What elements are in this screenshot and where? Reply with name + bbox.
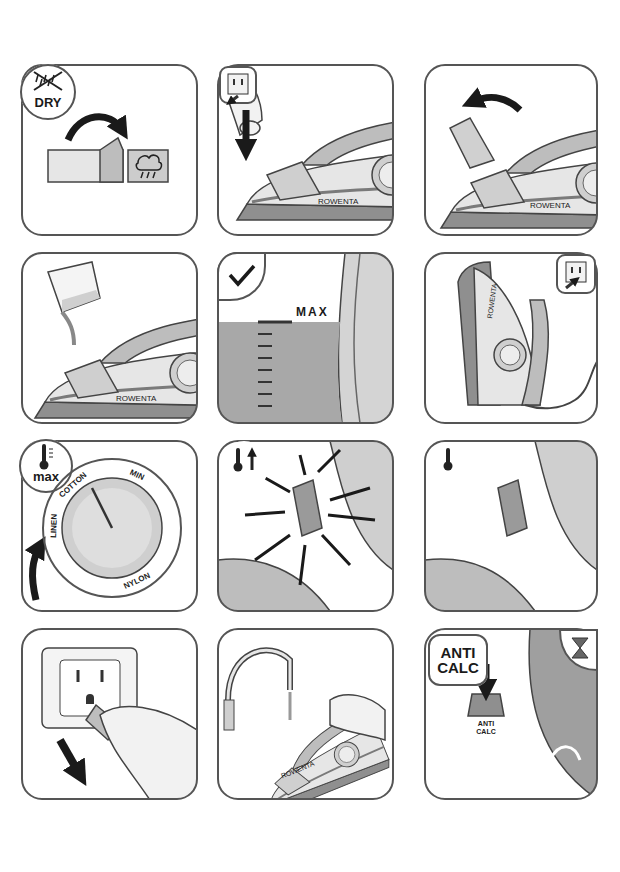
dry-badge: DRY — [20, 64, 76, 120]
dial-setting: MIN — [128, 468, 145, 483]
anticalc-badge: ANTI CALC — [428, 634, 488, 686]
badge-text: DRY — [35, 96, 62, 111]
brand-name: ROWENTA — [116, 395, 156, 404]
brand-name: ROWENTA — [530, 202, 570, 211]
brand-name: ROWENTA — [318, 198, 358, 207]
dial-setting: LINEN — [49, 514, 59, 538]
badge-text: max — [33, 470, 59, 485]
button-label: ANTI CALC — [470, 720, 502, 735]
dial-setting: NYLON — [122, 570, 151, 590]
temperature-dial: MINCOTTONLINENNYLON — [42, 458, 182, 598]
badge-text: ANTI CALC — [435, 645, 481, 675]
level-mark: MAX — [296, 306, 329, 319]
